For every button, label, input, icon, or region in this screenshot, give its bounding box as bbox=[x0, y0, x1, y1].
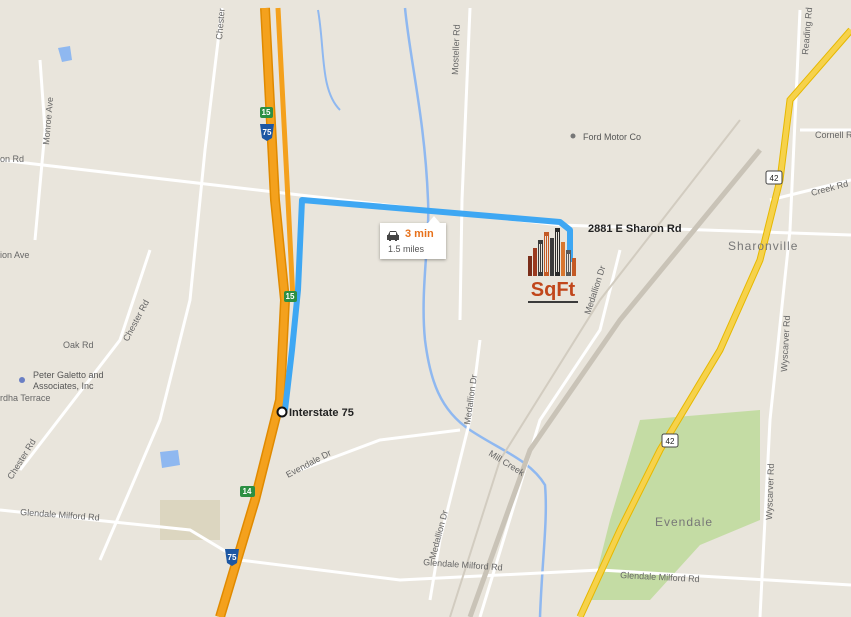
interstate-75-fill bbox=[216, 7, 289, 617]
minor-roads bbox=[0, 7, 851, 617]
label-ion-ave: ion Ave bbox=[0, 250, 29, 260]
car-icon bbox=[387, 231, 399, 241]
railroad bbox=[467, 148, 762, 617]
shield-i75-top: 75 bbox=[260, 124, 274, 141]
route-info-box[interactable]: 3 min 1.5 miles bbox=[380, 216, 446, 259]
label-ford: Ford Motor Co bbox=[583, 132, 641, 142]
park-small bbox=[160, 500, 220, 540]
interstate-75-ramp bbox=[275, 7, 296, 301]
label-sharonville: Sharonville bbox=[728, 239, 798, 253]
svg-text:75: 75 bbox=[228, 553, 237, 562]
pond-2 bbox=[160, 450, 180, 468]
label-evendale-dr: Evendale Dr bbox=[284, 448, 332, 480]
interstate-75 bbox=[215, 7, 291, 617]
svg-text:42: 42 bbox=[770, 174, 779, 183]
label-peter-2: Associates, Inc bbox=[33, 381, 94, 391]
svg-text:15: 15 bbox=[286, 292, 295, 301]
label-chester-top: Chester bbox=[214, 8, 227, 40]
place-dot-ford bbox=[570, 133, 576, 139]
label-mosteller: Mosteller Rd bbox=[450, 24, 462, 75]
route-box-pointer bbox=[428, 216, 440, 223]
label-oak: Oak Rd bbox=[63, 340, 94, 350]
label-cornell: Cornell R bbox=[815, 130, 851, 140]
origin-marker[interactable] bbox=[276, 406, 288, 418]
shield-exit-14: 14 bbox=[240, 486, 255, 497]
label-chester-low: Chester Rd bbox=[5, 437, 38, 481]
label-peter-1: Peter Galetto and bbox=[33, 370, 104, 380]
pond-1 bbox=[58, 46, 72, 62]
svg-text:42: 42 bbox=[666, 437, 675, 446]
label-sharon-left: on Rd bbox=[0, 154, 24, 164]
svg-text:14: 14 bbox=[243, 487, 252, 496]
label-reading: Reading Rd bbox=[800, 7, 814, 55]
shield-i75-low: 75 bbox=[225, 549, 239, 566]
label-evendale: Evendale bbox=[655, 515, 713, 529]
svg-text:75: 75 bbox=[263, 128, 272, 137]
route-line bbox=[282, 197, 573, 411]
shield-exit-15-mid: 15 bbox=[284, 291, 297, 302]
highway-42-fill bbox=[577, 28, 851, 617]
label-glendale-right: Glendale Milford Rd bbox=[620, 570, 700, 584]
shield-us-42-low: 42 bbox=[661, 433, 679, 448]
railroad-2 bbox=[449, 119, 741, 617]
sqft-logo-text: SqFt bbox=[531, 279, 576, 301]
sqft-logo-graphic: SqFt bbox=[528, 228, 578, 303]
label-medallion-mid: Medallion Dr bbox=[462, 374, 479, 425]
shield-us-42-top: 42 bbox=[765, 170, 783, 185]
sqft-logo: SqFt bbox=[524, 228, 582, 308]
label-wyscarver-top: Wyscarver Rd bbox=[779, 315, 792, 372]
place-dot-peter bbox=[19, 377, 25, 383]
label-glendale-left: Glendale Milford Rd bbox=[20, 507, 100, 523]
shield-exit-15-top: 15 bbox=[260, 107, 273, 118]
label-creek: Creek Rd bbox=[810, 178, 849, 197]
route-time: 3 min bbox=[405, 228, 434, 240]
river-mill-creek bbox=[403, 7, 548, 617]
stream bbox=[317, 9, 341, 111]
label-wyscarver-low: Wyscarver Rd bbox=[764, 463, 776, 520]
route-distance: 1.5 miles bbox=[388, 244, 425, 254]
origin-label[interactable]: Interstate 75 bbox=[289, 407, 354, 419]
svg-text:15: 15 bbox=[262, 108, 271, 117]
label-terrace: rdha Terrace bbox=[0, 393, 50, 403]
park-evendale bbox=[590, 410, 760, 600]
label-monroe: Monroe Ave bbox=[41, 97, 55, 146]
destination-label[interactable]: 2881 E Sharon Rd bbox=[588, 223, 682, 235]
label-medallion-low: Medallion Dr bbox=[427, 509, 450, 560]
